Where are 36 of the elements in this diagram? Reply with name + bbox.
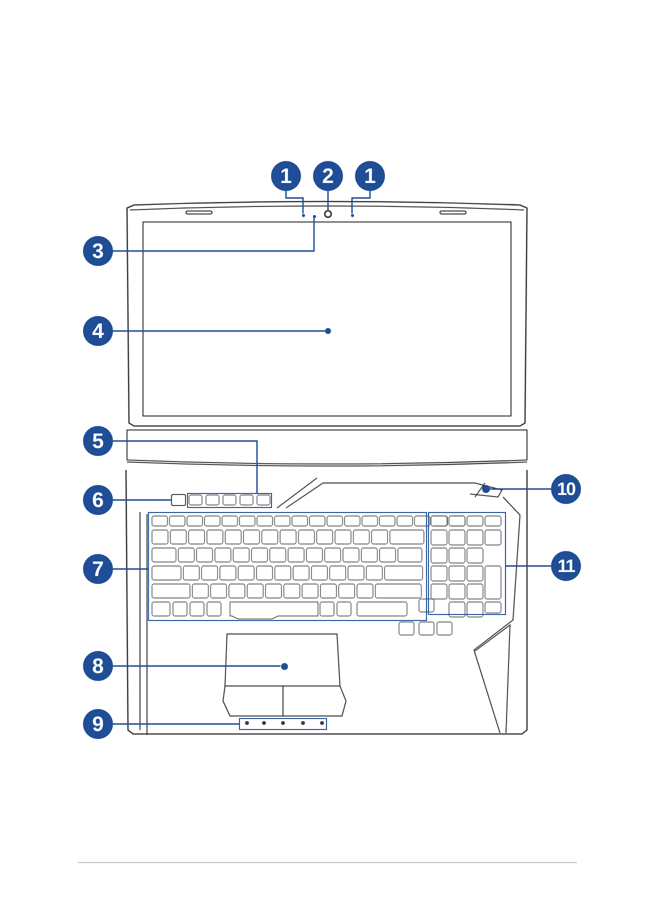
highlight-frame xyxy=(187,493,272,508)
leader-line xyxy=(113,330,325,332)
pointer-dot xyxy=(325,328,331,334)
leader-line xyxy=(327,191,329,210)
camera-lens xyxy=(324,210,332,218)
pointer-dot xyxy=(280,662,288,670)
pointer-dot xyxy=(312,214,316,218)
callout-number: 6 xyxy=(83,485,113,515)
callout-number: 5 xyxy=(83,426,113,456)
callout-number: 4 xyxy=(83,316,113,346)
leader-line xyxy=(490,488,551,490)
callout-number: 1 xyxy=(271,161,301,191)
leader-line xyxy=(285,191,304,214)
highlight-frame xyxy=(239,718,327,730)
callout-number: 10 xyxy=(551,474,581,504)
pointer-dot xyxy=(302,214,304,216)
callout-number: 9 xyxy=(83,709,113,739)
leader-line xyxy=(113,665,280,667)
callout-number: 2 xyxy=(313,161,343,191)
callout-number: 7 xyxy=(83,554,113,584)
leader-line xyxy=(506,565,551,567)
callout-number: 3 xyxy=(83,236,113,266)
leader-line xyxy=(113,440,258,493)
leader-line xyxy=(351,191,371,214)
key xyxy=(171,494,186,506)
leader-line xyxy=(113,218,315,252)
callout-number: 11 xyxy=(551,551,581,581)
highlight-frame xyxy=(428,512,506,615)
leader-line xyxy=(113,499,171,501)
highlight-frame xyxy=(148,512,427,621)
callout-number: 8 xyxy=(83,651,113,681)
leader-line xyxy=(113,568,148,570)
callout-number: 1 xyxy=(355,161,385,191)
leader-line xyxy=(113,723,239,725)
pointer-dot xyxy=(482,485,490,493)
pointer-dot xyxy=(350,214,354,216)
